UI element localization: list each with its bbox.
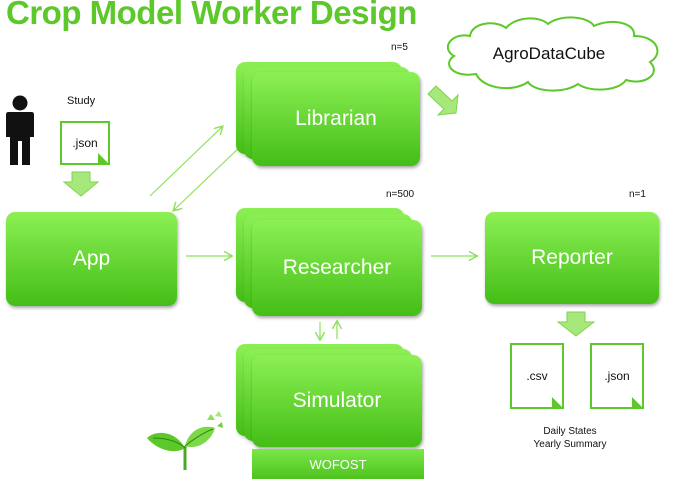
reporter-box: Reporter — [485, 212, 659, 304]
csv-document-icon: .csv — [510, 343, 564, 409]
researcher-label: Researcher — [282, 256, 392, 279]
simulator-label: Simulator — [292, 389, 382, 412]
diagram-title: Crop Model Worker Design — [6, 0, 417, 31]
reporter-label: Reporter — [531, 246, 613, 269]
json-document-icon: .json — [590, 343, 644, 409]
cloud-icon — [447, 16, 659, 92]
app-box: App — [6, 212, 177, 306]
summary-line-daily: Daily States — [543, 426, 597, 437]
reporter-to-outputs-arrow-down-icon — [556, 311, 596, 337]
librarian-label: Librarian — [295, 107, 377, 130]
cloud-to-librarian-arrow-icon — [427, 85, 459, 116]
researcher-count: n=500 — [386, 189, 415, 200]
study-to-app-arrow-down-icon — [62, 171, 100, 197]
reporter-count: n=1 — [629, 189, 646, 200]
librarian-to-app-arrow — [174, 144, 243, 210]
csv-file-label: .csv — [526, 369, 548, 383]
summary-line-yearly: Yearly Summary — [533, 439, 607, 450]
app-label: App — [72, 247, 111, 270]
simulator-box: Simulator — [252, 355, 422, 447]
wofost-engine-bar: WOFOST — [252, 449, 424, 479]
study-json-document-icon: .json — [60, 121, 110, 165]
librarian-box: Librarian — [252, 72, 420, 166]
researcher-box: Researcher — [252, 220, 422, 316]
librarian-count: n=5 — [391, 42, 408, 53]
output-summary: Daily States Yearly Summary — [510, 425, 630, 451]
json-file-label: .json — [604, 369, 630, 383]
sprout-icon — [147, 411, 223, 470]
app-to-librarian-arrow — [149, 127, 222, 197]
study-json-label: .json — [72, 136, 98, 150]
study-label: Study — [67, 95, 96, 107]
cloud-label: AgroDataCube — [492, 44, 606, 63]
person-icon — [6, 95, 34, 165]
